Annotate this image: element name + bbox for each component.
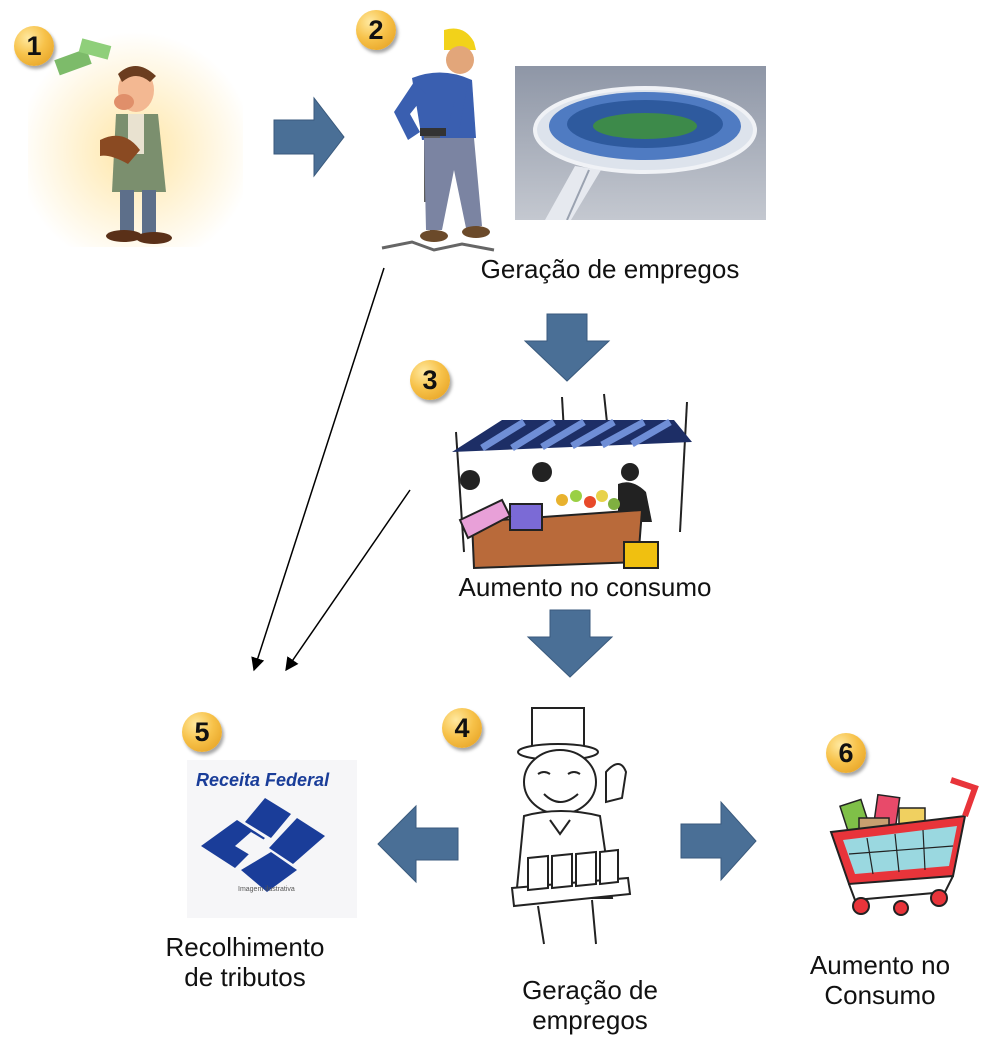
arrow-right-4-6 xyxy=(680,800,757,882)
label-step-4: Geração de empregos xyxy=(480,975,700,1035)
label-step-4-line-1: Geração de xyxy=(522,975,658,1005)
label-step-6: Aumento no Consumo xyxy=(785,950,975,1010)
step-badge-5: 5 xyxy=(182,712,222,752)
shopping-cart-icon xyxy=(815,770,980,922)
receita-federal-caption: Imagem ilustrativa xyxy=(238,886,295,893)
man-with-wallet-icon xyxy=(28,32,243,247)
label-step-3: Aumento no consumo xyxy=(458,572,712,602)
step-badge-2: 2 xyxy=(356,10,396,50)
step-badge-1: 1 xyxy=(14,26,54,66)
label-step-6-line-1: Aumento no xyxy=(809,950,951,980)
construction-worker-icon xyxy=(372,20,497,260)
arrow-down-3-4 xyxy=(526,609,614,678)
arrow-down-2-3 xyxy=(523,313,611,382)
thin-arrow-3-5 xyxy=(285,489,411,672)
label-step-4-line-2: empregos xyxy=(532,1005,648,1035)
stadium-image xyxy=(515,66,766,221)
arrow-left-4-5 xyxy=(377,804,459,884)
step-badge-4: 4 xyxy=(442,708,482,748)
label-step-5-line-2: de tributos xyxy=(184,962,306,992)
label-step-6-line-2: Consumo xyxy=(824,980,936,1010)
step-badge-3: 3 xyxy=(410,360,450,400)
label-step-2: Geração de empregos xyxy=(480,254,740,284)
label-step-5-line-1: Recolhimento xyxy=(165,932,325,962)
receita-federal-title: Receita Federal xyxy=(196,770,330,790)
receita-federal-logo xyxy=(187,760,357,918)
vendor-icon xyxy=(488,698,650,946)
arrow-right-1-2 xyxy=(273,96,345,178)
market-stall-icon xyxy=(442,392,694,574)
thin-arrow-2-5 xyxy=(251,267,385,672)
step-badge-6: 6 xyxy=(826,733,866,773)
label-step-5: Recolhimento de tributos xyxy=(130,932,360,992)
